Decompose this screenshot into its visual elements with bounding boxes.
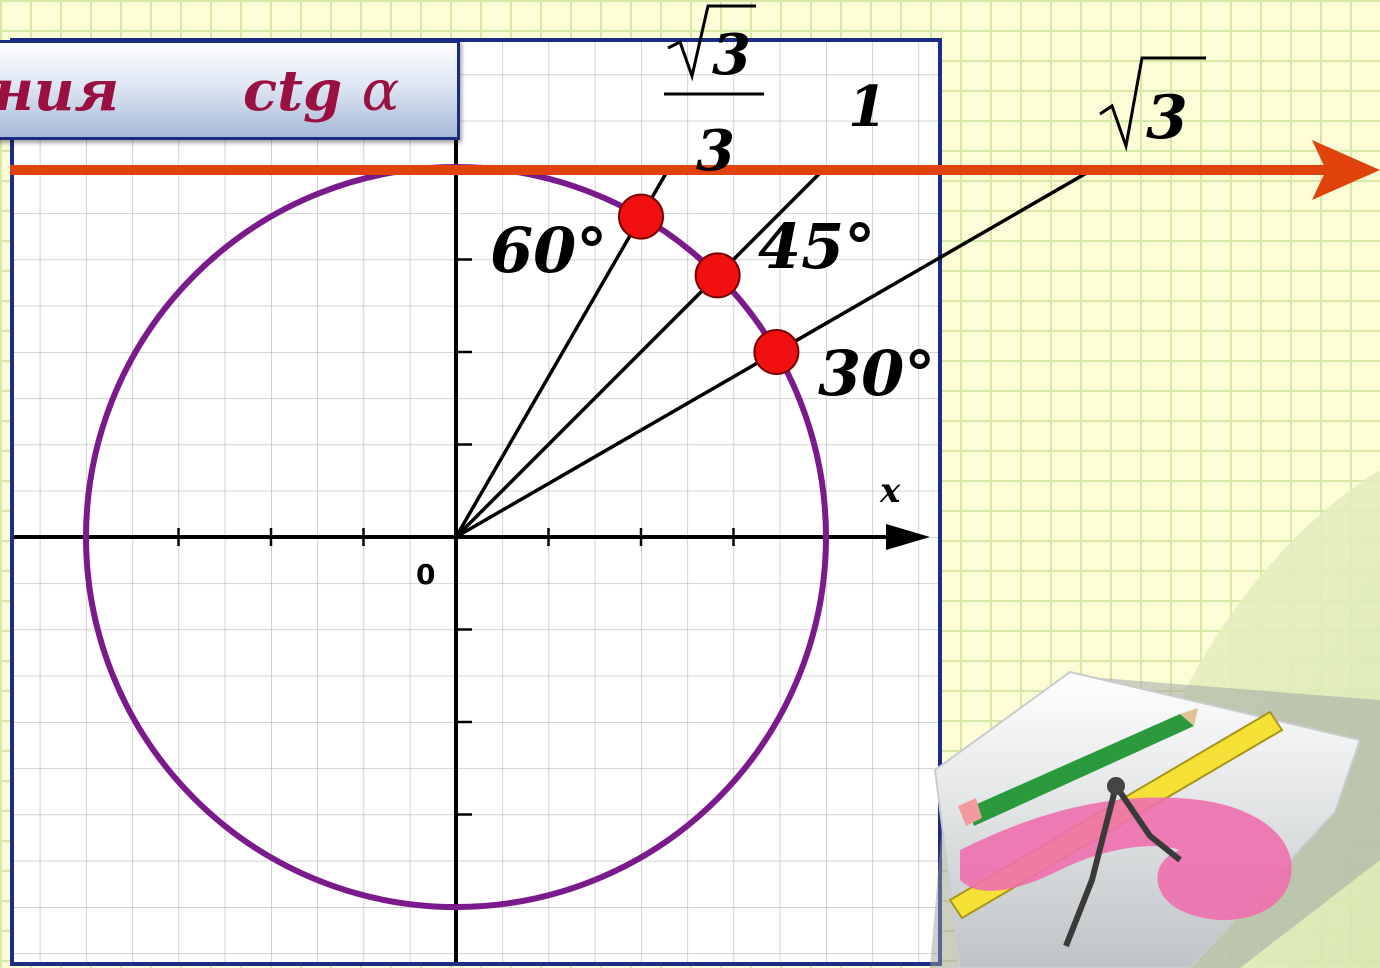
ctg-value-one: 1 [848,74,887,140]
ctg-value-sqrt3-over-3: 3 3 [664,4,764,184]
x-axis-label: x [879,471,901,511]
point-45 [694,252,741,299]
angle-label-45: 45° [758,210,875,283]
cotangent-arrowhead [1312,140,1380,200]
title-function-name: ctg [243,58,343,124]
angle-label-60: 60° [490,214,607,287]
title-word-fragment: ния [0,58,120,124]
sqrt-sign [667,4,756,82]
sqrt-radicand: 3 [1146,83,1188,153]
angle-label-30: 30° [818,337,935,410]
x-axis-arrowhead [886,524,930,550]
origin-label: 0 [416,558,435,591]
stationery-icon [930,670,1380,968]
sqrt-radicand: 3 [712,22,751,88]
title-function: ctg α [243,61,399,122]
fraction-denominator: 3 [696,118,735,184]
unit-circle-points [618,193,800,375]
title-variable: α [361,59,400,124]
point-30 [753,329,800,375]
point-60 [618,193,664,240]
plot-frame [10,38,942,966]
ray-45 [454,168,825,539]
sqrt-sign [1099,56,1206,152]
ctg-value-sqrt3: 3 [1099,56,1206,153]
title-banner: ния ctg α [0,40,460,140]
